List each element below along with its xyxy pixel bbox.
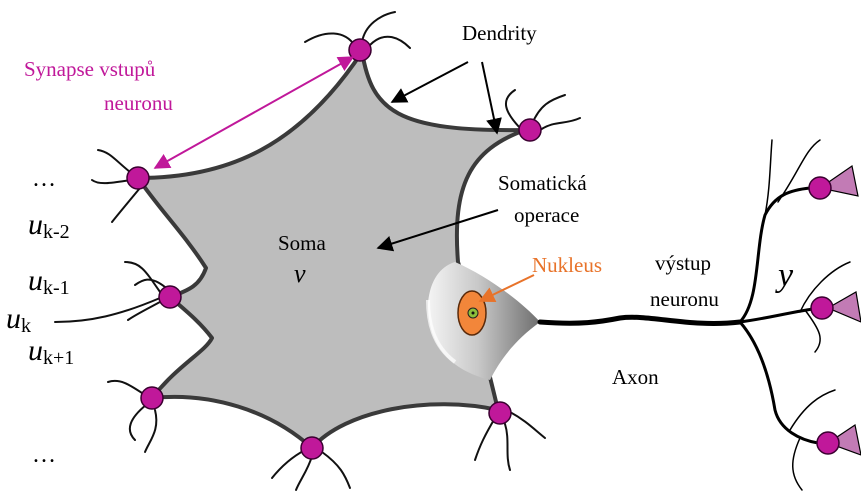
synapse	[141, 387, 163, 409]
output-label-line1: výstup	[655, 251, 711, 275]
synapse-label-line2: neuronu	[104, 91, 173, 115]
synapse	[301, 437, 323, 459]
dendrites-label: Dendrity	[462, 21, 537, 45]
somatic-op-label-line1: Somatická	[498, 171, 587, 195]
soma-variable: ν	[294, 259, 306, 288]
nucleus-label: Nukleus	[532, 253, 602, 277]
synapse	[159, 286, 181, 308]
axon-label: Axon	[612, 365, 659, 389]
soma-label: Soma	[278, 231, 327, 255]
synapse	[127, 167, 149, 189]
ellipsis-bottom: …	[32, 442, 56, 468]
axon	[540, 317, 740, 323]
synapse	[809, 177, 831, 199]
synapse	[519, 119, 541, 141]
synapse-label-line1: Synapse vstupů	[24, 57, 156, 81]
synapse	[817, 432, 839, 454]
synapse	[811, 297, 833, 319]
input-u-k-minus-1: uk-1	[28, 264, 70, 299]
synapse	[489, 402, 511, 424]
somatic-op-label-line2: operace	[514, 203, 579, 227]
output-label-line2: neuronu	[650, 287, 719, 311]
ellipsis-top: …	[32, 166, 56, 192]
soma-body	[138, 52, 525, 448]
input-u-k: uk	[6, 302, 31, 337]
input-u-k-plus-1: uk+1	[28, 334, 74, 369]
input-u-k-minus-2: uk-2	[28, 208, 70, 243]
output-variable: y	[775, 257, 794, 294]
nucleus	[458, 291, 486, 335]
